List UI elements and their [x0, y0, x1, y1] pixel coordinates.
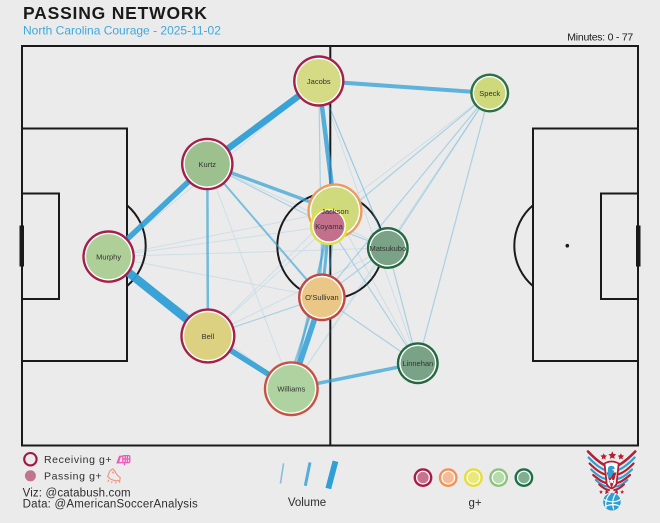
svg-text:Minutes: 0 - 77: Minutes: 0 - 77 [567, 32, 633, 44]
svg-text:Speck: Speck [479, 89, 500, 98]
svg-text:Bell: Bell [202, 332, 215, 341]
svg-text:North Carolina Courage - 2025-: North Carolina Courage - 2025-11-02 [23, 23, 221, 37]
svg-text:PASSING NETWORK: PASSING NETWORK [23, 3, 208, 23]
svg-text:Viz: @catabush.com: Viz: @catabush.com [23, 488, 131, 500]
svg-text:Koyama: Koyama [315, 222, 343, 231]
svg-text:Volume: Volume [288, 497, 326, 509]
svg-text:Receiving g+: Receiving g+ [44, 454, 112, 466]
svg-text:Murphy: Murphy [96, 252, 121, 261]
svg-text:Linnehan: Linnehan [402, 359, 433, 368]
svg-text:Matsukubo: Matsukubo [369, 244, 406, 253]
svg-text:Data: @AmericanSoccerAnalysis: Data: @AmericanSoccerAnalysis [23, 499, 198, 511]
svg-text:Jacobs: Jacobs [307, 77, 331, 86]
svg-text:Passing g+: Passing g+ [44, 471, 102, 483]
svg-text:O'Sullivan: O'Sullivan [305, 293, 339, 302]
svg-text:Kurtz: Kurtz [199, 160, 217, 169]
svg-text:Williams: Williams [277, 385, 305, 394]
svg-text:g+: g+ [468, 498, 481, 510]
svg-text:Jackson: Jackson [321, 207, 349, 216]
